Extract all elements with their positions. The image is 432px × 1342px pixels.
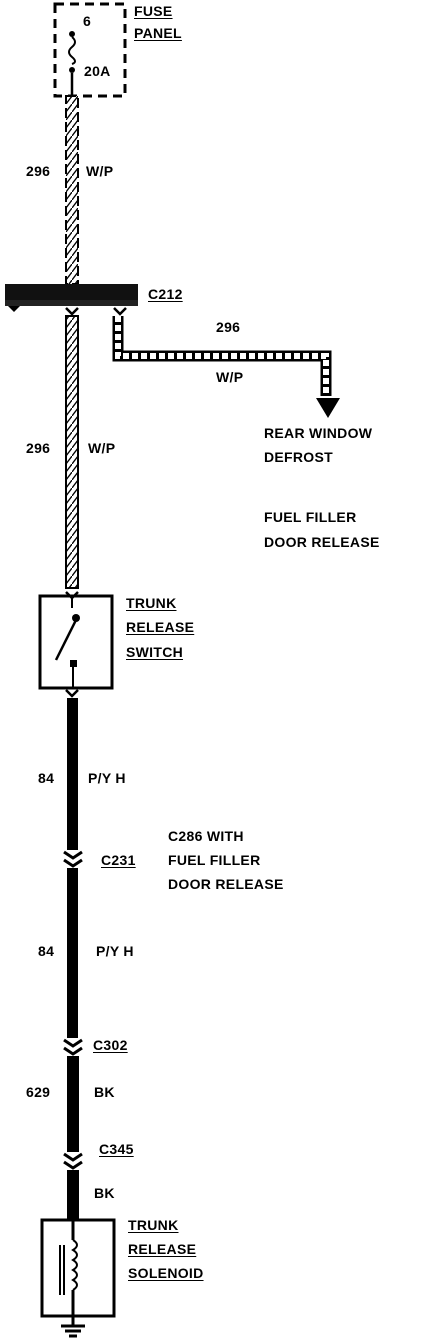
connector-c345-label: C345	[99, 1141, 134, 1157]
fuse-symbol	[68, 31, 76, 96]
wire-296-lower-circuit: 296	[26, 440, 51, 456]
wire-296-upper-circuit: 296	[26, 163, 51, 179]
wire-84-upper-color: P/Y H	[88, 770, 126, 786]
wire-84-lower-circuit: 84	[38, 943, 55, 959]
wire-bk	[67, 1170, 79, 1220]
rear-window-defrost-line1: REAR WINDOW	[264, 425, 373, 441]
fuel-filler-note-line2: DOOR RELEASE	[264, 534, 380, 550]
wire-84-lower-color: P/Y H	[96, 943, 134, 959]
wire-84-upper	[67, 698, 78, 850]
fuse-panel-label-line1: FUSE	[134, 3, 173, 19]
fuse-panel-label-line2: PANEL	[134, 25, 182, 41]
solenoid-label-line1: TRUNK	[128, 1217, 179, 1233]
rear-window-defrost-line2: DEFROST	[264, 449, 333, 465]
connector-c345-symbol	[63, 1152, 83, 1170]
wire-84-lower	[67, 868, 78, 1038]
fuel-filler-note-line1: FUEL FILLER	[264, 509, 357, 525]
wire-296-branch-circuit: 296	[216, 319, 241, 335]
wire-629-circuit: 629	[26, 1084, 51, 1100]
connector-c302-symbol	[63, 1038, 83, 1056]
fuse-number: 6	[83, 13, 92, 29]
wire-296-lower-color: W/P	[88, 440, 116, 456]
solenoid-label-line3: SOLENOID	[128, 1265, 204, 1281]
wire-296-branch	[112, 316, 340, 418]
switch-label-line1: TRUNK	[126, 595, 177, 611]
c286-note-line1: C286 WITH	[168, 828, 244, 844]
connector-c231-symbol	[63, 850, 83, 868]
wire-296-upper-color: W/P	[86, 163, 114, 179]
wire-629-color: BK	[94, 1084, 115, 1100]
connector-c212-label: C212	[148, 286, 183, 302]
c286-note-line2: FUEL FILLER	[168, 852, 261, 868]
trunk-release-solenoid-symbol	[40, 1218, 116, 1318]
wire-629	[67, 1056, 79, 1152]
connector-c231-label: C231	[101, 852, 136, 868]
wire-296-branch-color: W/P	[216, 369, 244, 385]
wire-296-upper	[65, 95, 79, 285]
connector-c302-label: C302	[93, 1037, 128, 1053]
connector-c212	[5, 284, 138, 316]
ground-symbol	[61, 1316, 85, 1338]
switch-label-line2: RELEASE	[126, 619, 195, 635]
solenoid-label-line2: RELEASE	[128, 1241, 197, 1257]
wire-bk-color: BK	[94, 1185, 115, 1201]
wire-84-upper-circuit: 84	[38, 770, 55, 786]
rear-window-arrow	[316, 398, 340, 418]
fuse-rating: 20A	[84, 63, 111, 79]
fuse-panel-box	[53, 2, 127, 98]
trunk-release-switch-symbol	[38, 591, 114, 698]
switch-label-line3: SWITCH	[126, 644, 184, 660]
c286-note-line3: DOOR RELEASE	[168, 876, 284, 892]
wire-296-lower	[65, 315, 79, 589]
